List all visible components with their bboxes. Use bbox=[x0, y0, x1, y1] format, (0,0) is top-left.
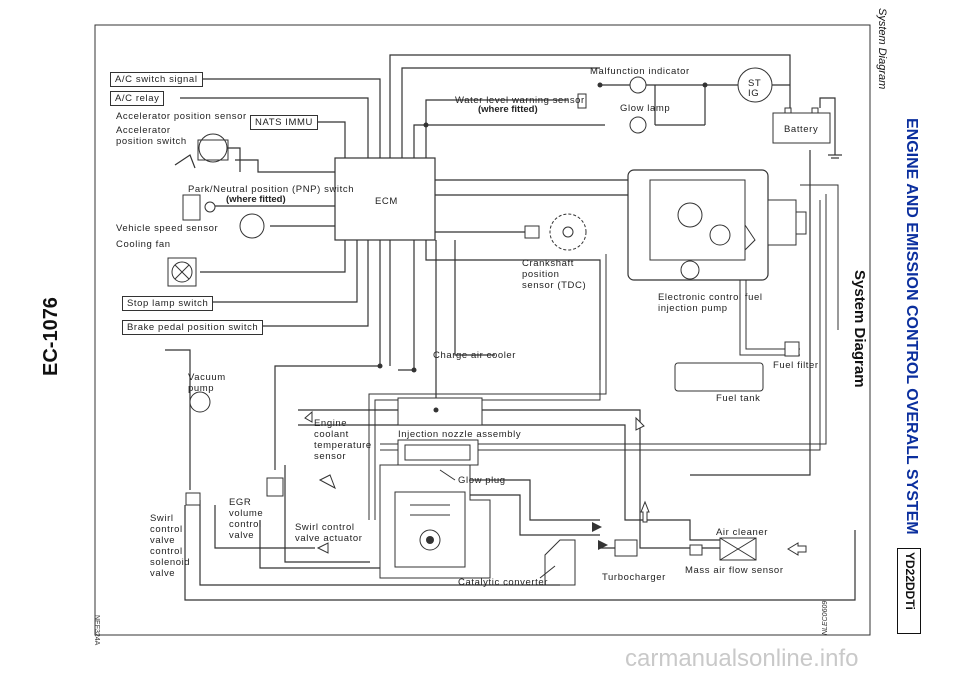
crankshaft-sensor-label: Crankshaft position sensor (TDC) bbox=[522, 258, 587, 291]
glow-lamp-label: Glow lamp bbox=[620, 103, 671, 114]
ecm-box bbox=[334, 157, 436, 241]
vehicle-speed-sensor-label: Vehicle speed sensor bbox=[116, 223, 219, 234]
injection-wire bbox=[398, 240, 415, 371]
model-tag: YD22DDTi bbox=[903, 552, 917, 610]
ecm-label: ECM bbox=[375, 196, 398, 207]
battery-box bbox=[772, 112, 831, 144]
cooling-fan-wire bbox=[200, 240, 346, 273]
model-tag-box bbox=[897, 548, 921, 634]
running-head: System Diagram bbox=[876, 8, 888, 90]
where-fitted-label-2: (where fitted) bbox=[478, 104, 538, 115]
engine-block bbox=[379, 439, 491, 579]
ac-switch-wire bbox=[195, 78, 381, 158]
charge-air-cooler-label: Charge air cooler bbox=[433, 350, 517, 361]
ignition-ig-label: IG bbox=[748, 88, 760, 99]
mil-wire-2 bbox=[401, 67, 600, 158]
glow-plug-label: Glow plug bbox=[458, 475, 506, 486]
vacuum-pump-label: Vacuum pump bbox=[188, 372, 226, 394]
diagram-title: System Diagram bbox=[851, 270, 868, 388]
fuel-filter-label: Fuel filter bbox=[773, 360, 819, 371]
mil-lamp bbox=[629, 76, 647, 94]
ignition-st-label: ST bbox=[748, 78, 762, 89]
egr-valve-label: EGR volume control valve bbox=[229, 497, 264, 541]
accel-pos-switch-label: Accelerator position switch bbox=[116, 125, 187, 147]
nats-immu-label: NATS IMMU bbox=[250, 115, 318, 130]
catalytic-converter-label: Catalytic converter bbox=[458, 577, 549, 588]
glow-lamp-bulb bbox=[629, 116, 647, 134]
water-sensor-wire bbox=[425, 99, 568, 158]
glow-lamp-wire bbox=[413, 124, 605, 158]
nats-wire bbox=[318, 121, 346, 158]
stop-lamp-switch-label: Stop lamp switch bbox=[122, 296, 214, 311]
fuel-tank-label: Fuel tank bbox=[716, 393, 761, 404]
accel-pos-sensor-label: Accelerator position sensor bbox=[116, 111, 247, 122]
side-title: ENGINE AND EMISSION CONTROL OVERALL SYST… bbox=[903, 118, 920, 535]
brake-pedal-switch-label: Brake pedal position switch bbox=[122, 320, 264, 335]
diagram-frame bbox=[94, 24, 871, 636]
egr-wire bbox=[274, 240, 381, 470]
ac-switch-signal-label: A/C switch signal bbox=[110, 72, 203, 87]
ac-relay-wire bbox=[180, 97, 369, 158]
injection-pump bbox=[627, 169, 807, 281]
injection-pump-label: Electronic control fuel injection pump bbox=[658, 292, 763, 314]
swirl-solenoid-label: Swirl control valve control solenoid val… bbox=[150, 513, 191, 579]
figure-code-right: NLEC0609 bbox=[822, 600, 829, 635]
ignition-switch bbox=[737, 67, 773, 103]
accel-wire bbox=[235, 159, 335, 173]
stop-lamp-wire bbox=[210, 240, 358, 303]
accel-wire-2 bbox=[225, 147, 241, 172]
mass-air-flow-label: Mass air flow sensor bbox=[685, 565, 784, 576]
swirl-actuator-label: Swirl control valve actuator bbox=[295, 522, 363, 544]
malfunction-indicator-label: Malfunction indicator bbox=[590, 66, 690, 77]
engine-coolant-sensor-label: Engine coolant temperature sensor bbox=[314, 418, 372, 462]
injection-nozzle-label: Injection nozzle assembly bbox=[398, 429, 522, 440]
pnp-switch-label: Park/Neutral position (PNP) switch bbox=[188, 184, 355, 195]
cooling-fan-label: Cooling fan bbox=[116, 239, 171, 250]
fuel-tank-box bbox=[674, 362, 764, 392]
swirl-sol-wire bbox=[165, 349, 191, 490]
battery-label: Battery bbox=[784, 124, 819, 135]
battery-pump-wire bbox=[690, 150, 811, 476]
glow-plug-wire bbox=[454, 240, 495, 356]
where-fitted-label-1: (where fitted) bbox=[226, 194, 286, 205]
water-level-sensor-label: Water level warning sensor bbox=[455, 95, 585, 106]
brake-wire bbox=[258, 240, 369, 327]
air-cleaner-label: Air cleaner bbox=[716, 527, 769, 538]
figure-code-left: NEF324A bbox=[93, 615, 100, 646]
watermark: carmanualsonline.info bbox=[625, 645, 859, 672]
turbocharger-label: Turbocharger bbox=[602, 572, 666, 583]
ac-relay-label: A/C relay bbox=[110, 91, 165, 106]
page-code: EC-1076 bbox=[40, 297, 62, 376]
mil-wire bbox=[389, 54, 791, 158]
